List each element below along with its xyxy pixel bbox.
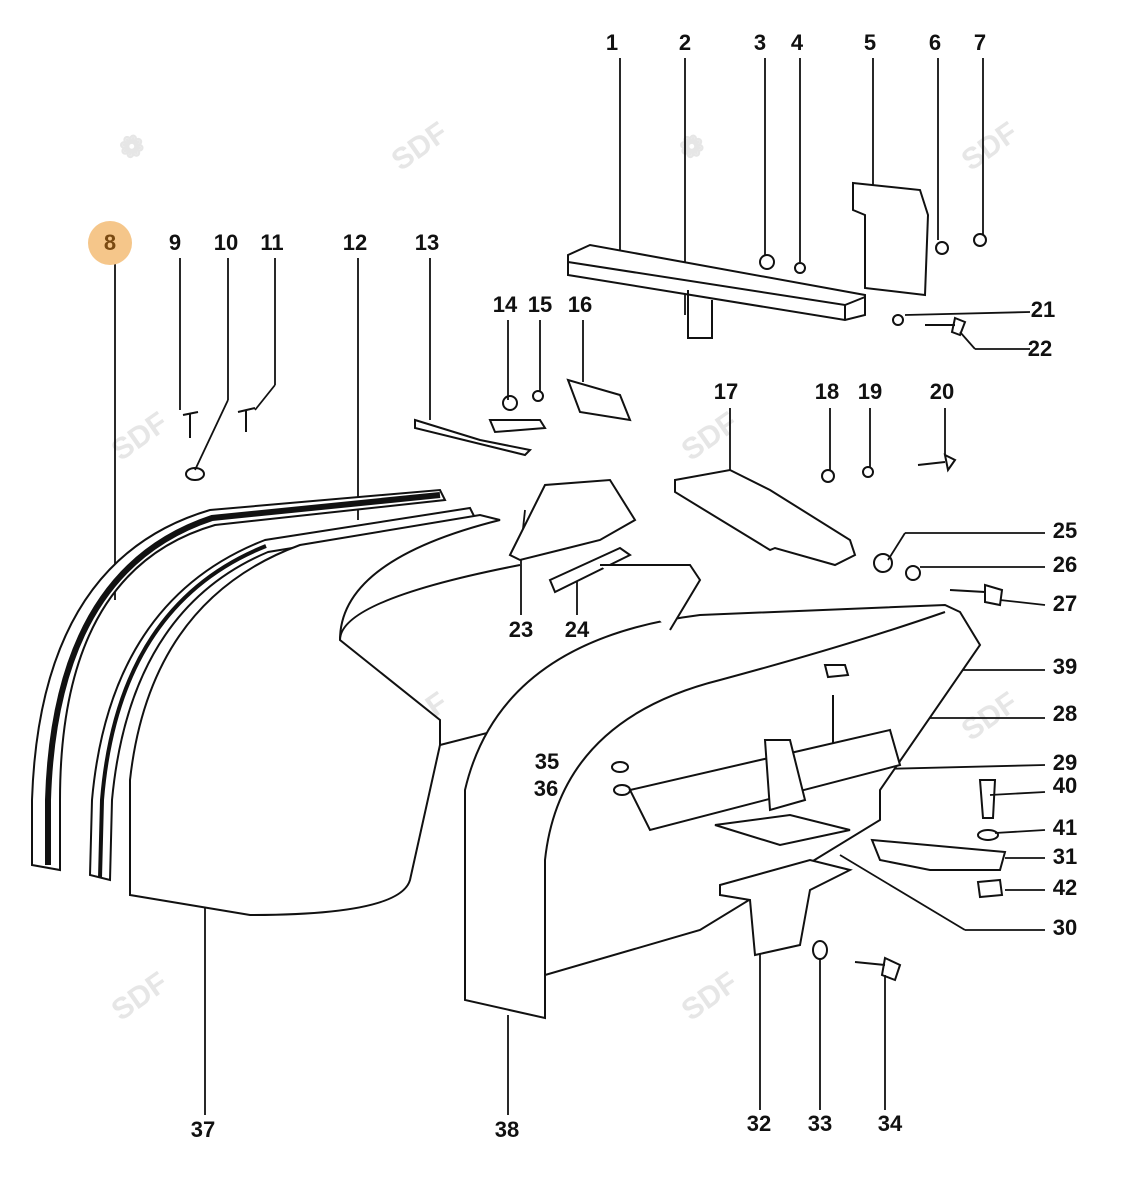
callout-29[interactable]: 29 [1052, 750, 1078, 775]
callout-12[interactable]: 12 [342, 230, 368, 255]
callout-24[interactable]: 24 [564, 617, 590, 642]
small-hardware [182, 233, 1007, 982]
callout-42[interactable]: 42 [1052, 875, 1078, 900]
callout-22[interactable]: 22 [1027, 336, 1053, 361]
callout-11[interactable]: 11 [260, 230, 284, 255]
callout-17[interactable]: 17 [713, 379, 739, 404]
callout-27[interactable]: 27 [1052, 591, 1078, 616]
callout-8[interactable]: 8 [88, 221, 132, 265]
callout-26[interactable]: 26 [1052, 552, 1078, 577]
callout-37[interactable]: 37 [190, 1117, 216, 1142]
callout-13[interactable]: 13 [414, 230, 440, 255]
callout-41[interactable]: 41 [1052, 815, 1078, 840]
callout-9[interactable]: 9 [168, 230, 182, 255]
callout-20[interactable]: 20 [929, 379, 955, 404]
callout-38[interactable]: 38 [494, 1117, 520, 1142]
callout-16[interactable]: 16 [567, 292, 593, 317]
part-37-fender [129, 513, 531, 917]
callout-15[interactable]: 15 [527, 292, 553, 317]
callout-28[interactable]: 28 [1052, 701, 1078, 726]
callout-7[interactable]: 7 [973, 30, 987, 55]
callout-39[interactable]: 39 [1052, 654, 1078, 679]
callout-34[interactable]: 34 [877, 1111, 903, 1136]
callout-5[interactable]: 5 [863, 30, 877, 55]
callout-33[interactable]: 33 [807, 1111, 833, 1136]
part-17-bracket [674, 468, 857, 567]
callout-4[interactable]: 4 [790, 30, 804, 55]
callout-21[interactable]: 21 [1030, 297, 1056, 322]
callout-30[interactable]: 30 [1052, 915, 1078, 940]
callout-40[interactable]: 40 [1052, 773, 1078, 798]
callout-3[interactable]: 3 [753, 30, 767, 55]
callout-1[interactable]: 1 [605, 30, 619, 55]
callout-14[interactable]: 14 [492, 292, 518, 317]
part-2-ubolt [687, 290, 713, 339]
part-8-strip [31, 488, 447, 872]
callout-2[interactable]: 2 [678, 30, 692, 55]
callout-35[interactable]: 35 [534, 749, 560, 774]
callout-23[interactable]: 23 [508, 617, 534, 642]
callout-32[interactable]: 32 [746, 1111, 772, 1136]
part-5-plate [852, 181, 930, 297]
callout-31[interactable]: 31 [1052, 844, 1078, 869]
part-1-beam [567, 243, 866, 322]
callout-6[interactable]: 6 [928, 30, 942, 55]
callout-18[interactable]: 18 [814, 379, 840, 404]
leader-lines [114, 58, 1046, 1115]
callout-19[interactable]: 19 [857, 379, 883, 404]
callout-10[interactable]: 10 [213, 230, 239, 255]
callout-36[interactable]: 36 [533, 776, 559, 801]
callout-25[interactable]: 25 [1052, 518, 1078, 543]
